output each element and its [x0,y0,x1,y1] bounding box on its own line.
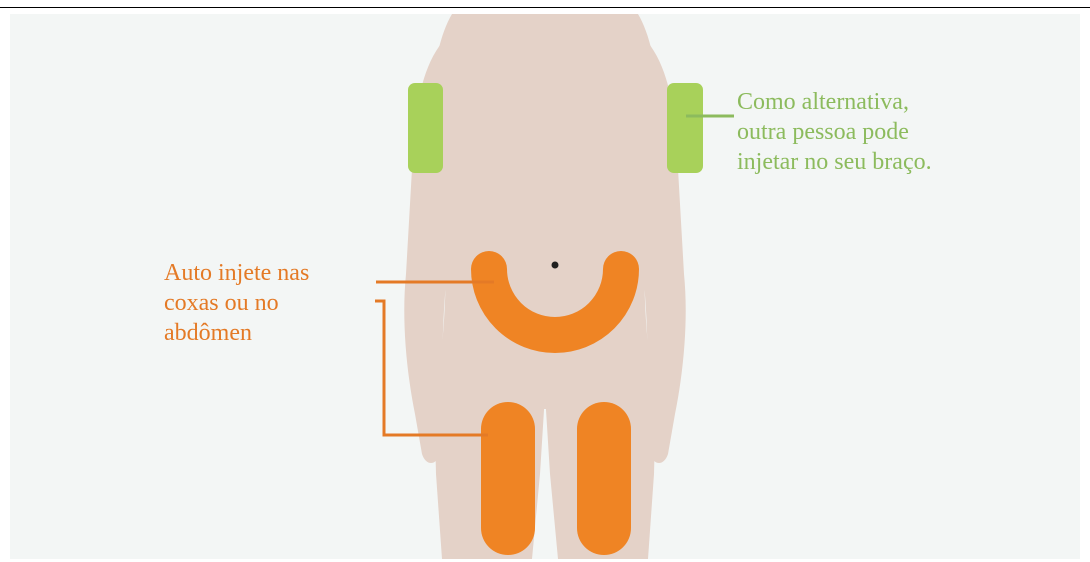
right-thigh-injection-zone [577,402,631,555]
body-silhouette [404,14,685,559]
self-injection-note: Auto injete nas coxas ou no abdômen [164,258,309,348]
left-arm-injection-zone [408,83,443,173]
top-rule [0,7,1090,8]
self-note-line-3: abdômen [164,318,309,348]
arm-note-line-2: outra pessoa pode [737,117,932,147]
navel-dot [552,262,559,269]
arm-note-line-1: Como alternativa, [737,87,932,117]
diagram-panel: Como alternativa, outra pessoa pode inje… [10,14,1080,559]
self-note-line-1: Auto injete nas [164,258,309,288]
left-thigh-injection-zone [481,402,535,555]
arm-injection-note: Como alternativa, outra pessoa pode inje… [737,87,932,177]
arm-note-line-3: injetar no seu braço. [737,147,932,177]
self-note-line-2: coxas ou no [164,288,309,318]
right-arm-injection-zone [667,83,703,173]
